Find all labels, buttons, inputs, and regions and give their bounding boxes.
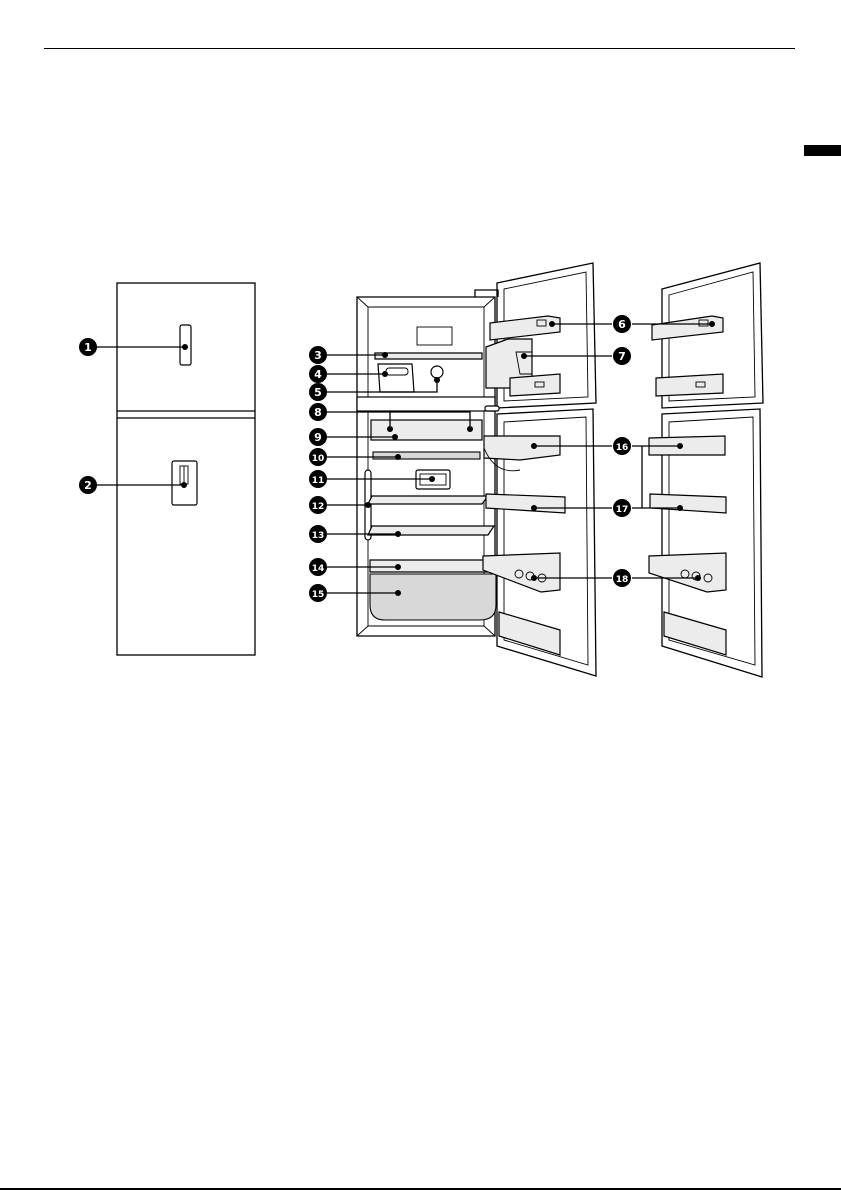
callout-6-number: 6 [618,318,626,331]
freezer-shelf [375,353,482,359]
callout-7-number: 7 [618,350,626,363]
callout-10-number: 10 [312,454,325,464]
callout-10: 10 [309,448,327,466]
open-refrigerator [357,290,498,636]
callout-2: 2 [79,476,97,494]
callout-16-number: 16 [616,443,629,453]
vegetable-drawer [370,574,496,620]
callout-14: 14 [309,558,327,576]
callout-16: 16 [613,437,631,455]
callout-8: 8 [309,403,327,421]
callout-6: 6 [613,315,631,333]
callout-18-number: 18 [616,575,629,585]
callout-11-number: 11 [312,476,325,486]
callout-3: 3 [309,346,327,364]
callout-9: 9 [309,428,327,446]
open-freezer-door [485,263,596,411]
callout-13: 13 [309,525,327,543]
callout-15: 15 [309,584,327,602]
callout-4-number: 4 [314,368,322,381]
door-basket-upper [484,436,560,460]
callout-1: 1 [79,338,97,356]
callout-3-number: 3 [314,349,322,362]
door-basket-bottom [499,612,560,655]
callout-18: 18 [613,569,631,587]
freezer-door-basket-top [490,316,560,340]
callout-4: 4 [309,365,327,383]
ice-twist-knob [431,366,443,378]
fresh-zone [373,452,480,459]
callout-12: 12 [309,496,327,514]
right-doors [649,263,763,677]
open-fridge-door [483,409,596,676]
callout-12-number: 12 [312,502,325,512]
door-basket-middle [486,494,565,513]
shelf-upper [368,496,488,504]
callout-17: 17 [613,499,631,517]
closed-refrigerator [117,283,255,655]
callout-17-number: 17 [616,505,629,515]
callout-5: 5 [309,383,327,401]
callout-13-number: 13 [312,531,325,541]
callout-9-number: 9 [314,431,322,444]
callout-8-number: 8 [314,406,322,419]
vegetable-drawer-cover [370,560,498,572]
callout-5-number: 5 [314,386,322,399]
callout-1-number: 1 [84,341,92,354]
callout-2-number: 2 [84,479,92,492]
callout-15-number: 15 [312,590,325,600]
callout-11: 11 [309,470,327,488]
callout-7: 7 [613,347,631,365]
callout-14-number: 14 [312,564,325,574]
